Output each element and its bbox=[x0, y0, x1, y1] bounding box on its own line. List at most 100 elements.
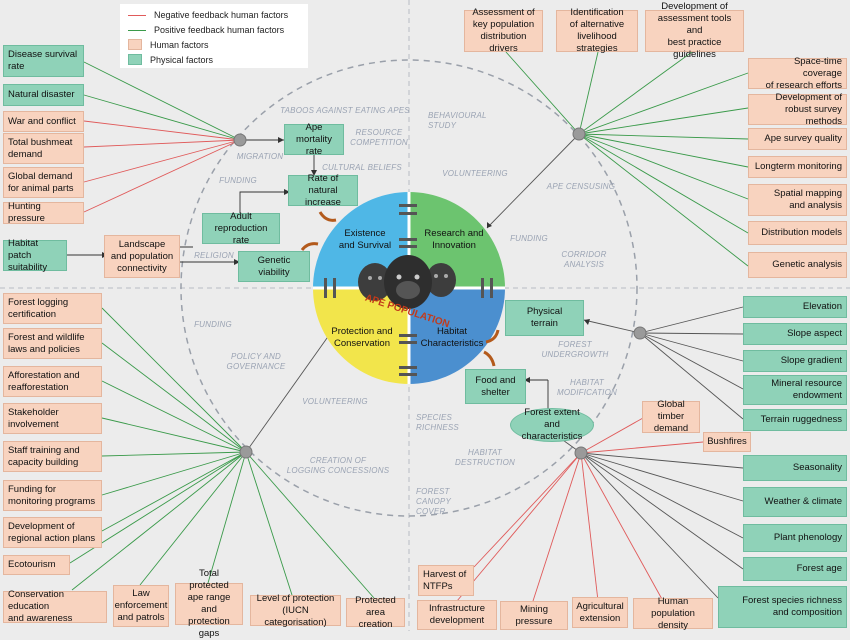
box-human-population-density: Human population density bbox=[633, 596, 713, 631]
box-robust-survey-methods: Development of robust survey methods bbox=[748, 92, 847, 127]
box-physical-terrain: Physical terrain bbox=[505, 300, 584, 336]
box-forest-species-richness: Forest species richness and composition bbox=[718, 586, 847, 628]
box-genetic-analysis: Genetic analysis bbox=[748, 252, 847, 278]
quadrant-habitat-characteristics: Habitat Characteristics bbox=[420, 326, 484, 349]
label-behavioural-study: BEHAVIOURAL STUDY bbox=[428, 111, 487, 130]
box-forest-wildlife-laws: Forest and wildlife laws and policies bbox=[3, 328, 102, 359]
top-right-connectors bbox=[486, 51, 749, 267]
box-afforestation: Afforestation and reafforestation bbox=[3, 366, 102, 397]
quadrant-protection-conservation: Protection and Conservation bbox=[331, 326, 393, 349]
box-disease-survival-rate: Disease survival rate bbox=[3, 45, 84, 77]
quadrant-existence-survival: Existence and Survival bbox=[338, 228, 392, 251]
box-mining-pressure: Mining pressure bbox=[500, 601, 568, 630]
label-policy-governance: POLICY AND GOVERNANCE bbox=[226, 352, 286, 371]
label-creation-logging: CREATION OF LOGGING CONCESSIONS bbox=[286, 456, 390, 475]
bottom-left-connectors bbox=[69, 307, 375, 599]
legend-positive: Positive feedback human factors bbox=[128, 25, 284, 35]
legend-human-label: Human factors bbox=[150, 39, 209, 50]
box-habitat-patch-suitability: Habitat patch suitability bbox=[3, 238, 67, 273]
box-seasonality: Seasonality bbox=[743, 455, 847, 481]
label-ape-censusing: APE CENSUSING bbox=[546, 182, 616, 191]
box-natural-disaster: Natural disaster bbox=[3, 84, 84, 106]
hub-top-right bbox=[572, 127, 586, 141]
hub-nodes bbox=[233, 127, 647, 460]
ellipse-forest-extent: Forest extent and characteristics bbox=[510, 407, 594, 442]
box-agricultural-extension: Agricultural extension bbox=[572, 597, 628, 628]
label-habitat-destruction: HABITAT DESTRUCTION bbox=[455, 448, 515, 467]
box-total-protected-range: Total protected ape range and protection… bbox=[175, 568, 243, 639]
label-cultural-beliefs: CULTURAL BELIEFS bbox=[322, 163, 402, 172]
box-plant-phenology: Plant phenology bbox=[743, 524, 847, 552]
box-law-enforcement: Law enforcement and patrols bbox=[113, 585, 169, 627]
center-circle bbox=[313, 192, 505, 384]
top-left-connectors bbox=[83, 61, 284, 213]
box-space-time-coverage: Space-time coverage of research efforts bbox=[748, 56, 847, 91]
box-ape-survey-quality: Ape survey quality bbox=[748, 128, 847, 150]
physical-swatch bbox=[128, 54, 142, 65]
box-genetic-viability: Genetic viability bbox=[238, 251, 310, 282]
box-longterm-monitoring: Longterm monitoring bbox=[748, 156, 847, 178]
box-ecotourism: Ecotourism bbox=[3, 555, 70, 575]
label-habitat-modification: HABITAT MODIFICATION bbox=[556, 378, 618, 397]
quadrant-research-innovation: Research and Innovation bbox=[424, 228, 484, 251]
label-species-richness: SPECIES RICHNESS bbox=[416, 413, 459, 432]
negative-line-swatch bbox=[128, 14, 146, 16]
box-global-demand-animal-parts: Global demand for animal parts bbox=[3, 167, 84, 198]
box-total-bushmeat-demand: Total bushmeat demand bbox=[3, 133, 84, 164]
bottom-right-connectors bbox=[456, 306, 744, 602]
box-slope-gradient: Slope gradient bbox=[743, 350, 847, 372]
box-terrain-ruggedness: Terrain ruggedness bbox=[743, 409, 847, 431]
orange-curved-arrows bbox=[300, 211, 500, 367]
outer-dashed-circle bbox=[180, 59, 638, 517]
label-forest-canopy-cover: FOREST CANOPY COVER bbox=[416, 487, 451, 516]
hub-bottom-right-physical bbox=[633, 326, 647, 340]
box-elevation: Elevation bbox=[743, 296, 847, 318]
arrowheads bbox=[102, 137, 590, 383]
label-resource-competition: RESOURCE COMPETITION bbox=[350, 128, 408, 147]
legend-physical: Physical factors bbox=[128, 54, 213, 65]
box-assessment-drivers: Assessment of key population distributio… bbox=[464, 7, 543, 54]
box-forest-logging-certification: Forest logging certification bbox=[3, 293, 102, 324]
positive-line-swatch bbox=[128, 29, 146, 31]
box-adult-reproduction-rate: Adult reproduction rate bbox=[202, 211, 280, 246]
hub-bottom-right-habitat bbox=[574, 446, 588, 460]
legend-positive-label: Positive feedback human factors bbox=[154, 25, 285, 35]
legend-negative-label: Negative feedback human factors bbox=[154, 10, 289, 20]
box-mineral-resource: Mineral resource endowment bbox=[743, 375, 847, 405]
box-weather-climate: Weather & climate bbox=[743, 487, 847, 517]
label-corridor-analysis: CORRIDOR ANALYSIS bbox=[561, 250, 607, 269]
box-protected-area-creation: Protected area creation bbox=[346, 595, 405, 630]
legend-physical-label: Physical factors bbox=[150, 54, 214, 65]
box-harvest-ntfps: Harvest of NTFPs bbox=[418, 565, 474, 596]
box-forest-age: Forest age bbox=[743, 557, 847, 581]
box-food-shelter: Food and shelter bbox=[465, 369, 526, 404]
box-rate-natural-increase: Rate of natural increase bbox=[288, 173, 358, 208]
box-identification-livelihood: Identification of alternative livelihood… bbox=[556, 7, 638, 54]
box-war-and-conflict: War and conflict bbox=[3, 111, 84, 132]
legend: Negative feedback human factors Positive… bbox=[120, 4, 308, 68]
dual-arrows bbox=[324, 204, 493, 376]
hub-top-left bbox=[233, 133, 247, 147]
box-bushfires: Bushfires bbox=[703, 432, 751, 452]
label-religion: RELIGION bbox=[194, 251, 234, 260]
box-staff-training: Staff training and capacity building bbox=[3, 441, 102, 472]
box-iucn-level: Level of protection (IUCN categorisation… bbox=[250, 593, 341, 628]
ape-faces-icon bbox=[358, 255, 456, 309]
label-volunteering-bottom-left: VOLUNTEERING bbox=[302, 397, 368, 406]
box-slope-aspect: Slope aspect bbox=[743, 323, 847, 345]
box-development-tools: Development of assessment tools and best… bbox=[645, 1, 744, 60]
label-funding-bottom-left: FUNDING bbox=[194, 320, 232, 329]
box-conservation-education: Conservation education and awareness bbox=[3, 589, 107, 624]
label-volunteering-top-right: VOLUNTEERING bbox=[442, 169, 508, 178]
box-infrastructure-development: Infrastructure development bbox=[417, 600, 497, 630]
label-migration: MIGRATION bbox=[236, 152, 284, 161]
hub-bottom-left bbox=[239, 445, 253, 459]
box-landscape-connectivity: Landscape and population connectivity bbox=[104, 235, 180, 278]
box-global-timber-demand: Global timber demand bbox=[642, 399, 700, 434]
human-swatch bbox=[128, 39, 142, 50]
box-distribution-models: Distribution models bbox=[748, 221, 847, 245]
label-funding-top-left: FUNDING bbox=[219, 176, 257, 185]
label-funding-top-right: FUNDING bbox=[510, 234, 548, 243]
label-forest-undergrowth: FOREST UNDERGROWTH bbox=[541, 340, 609, 359]
